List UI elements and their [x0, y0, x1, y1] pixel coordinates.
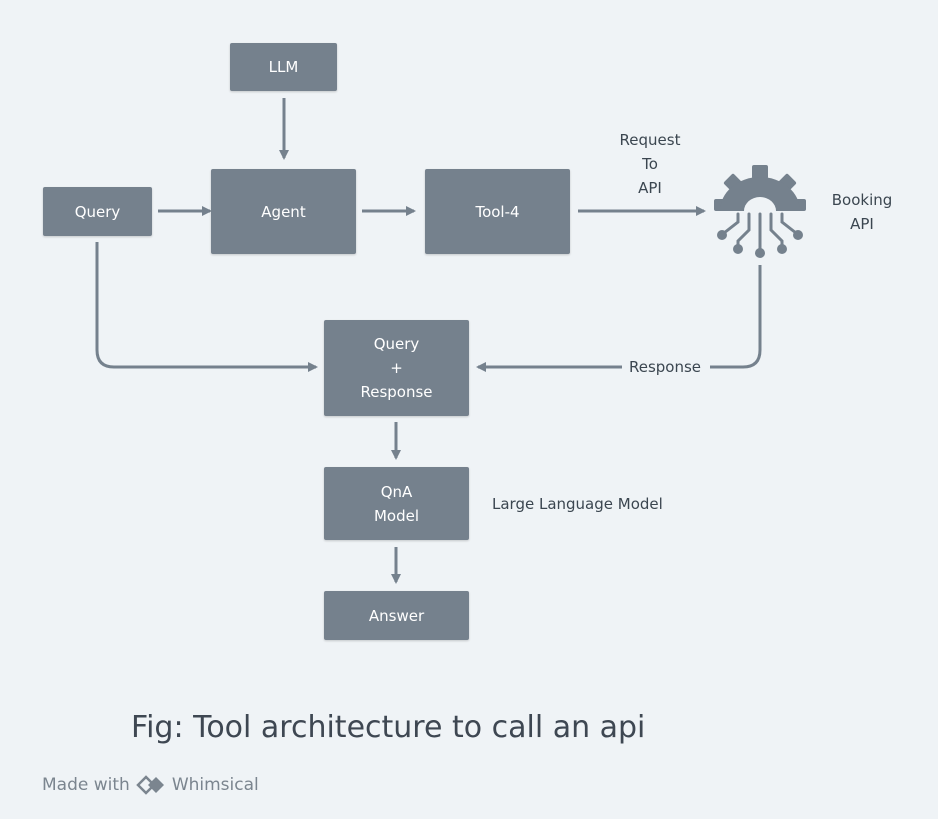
- arrow-api-response: [478, 265, 762, 367]
- made-with-text: Made with: [42, 775, 130, 795]
- whimsical-brand-text: Whimsical: [171, 775, 259, 795]
- arrow-query-to-query-response: [95, 242, 318, 372]
- llm-node: LLM: [230, 43, 337, 91]
- whimsical-logo-icon: [136, 775, 164, 795]
- made-with-footer: Made with Whimsical: [42, 775, 259, 795]
- agent-node: Agent: [211, 169, 356, 254]
- query-response-node: Query + Response: [324, 320, 469, 416]
- qna-model-node: QnA Model: [324, 467, 469, 540]
- answer-node: Answer: [324, 591, 469, 640]
- figure-caption: Fig: Tool architecture to call an api: [131, 710, 646, 745]
- large-language-model-label: Large Language Model: [492, 495, 663, 513]
- tool-node: Tool-4: [425, 169, 570, 254]
- gear-circuit-icon: [714, 165, 806, 258]
- response-label: Response: [622, 355, 708, 379]
- booking-api-label: Booking API: [831, 191, 893, 233]
- request-to-api-label: Request To API: [619, 131, 681, 197]
- query-node: Query: [43, 187, 152, 236]
